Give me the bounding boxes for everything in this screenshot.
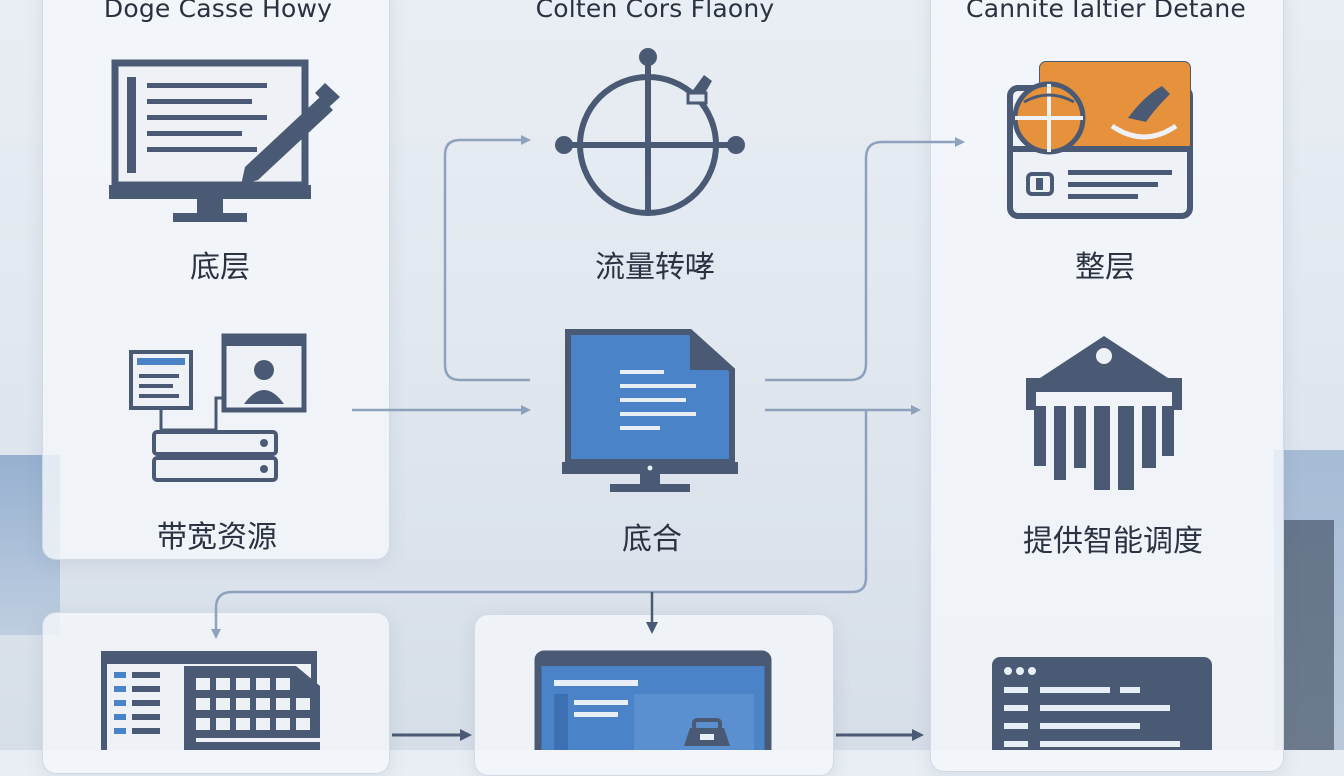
left-column-title: Doge Casse Howy <box>103 0 333 23</box>
background-blur-right-dark <box>1284 520 1334 750</box>
arrow-to-compass <box>443 135 531 382</box>
window-list-icon <box>992 657 1212 750</box>
right-top-label: 整层 <box>1075 250 1135 285</box>
left-top-label: 底层 <box>190 250 250 285</box>
right-mid-label: 提供智能调度 <box>1023 524 1203 559</box>
monitor-pen-icon <box>109 59 340 222</box>
right-column-title: Cannite Ialtier Detane <box>966 0 1246 23</box>
left-mid-label: 带宽资源 <box>157 520 277 555</box>
spreadsheet-grid-icon <box>101 651 320 750</box>
arrow-loop-down <box>211 410 868 639</box>
resources-server-icon <box>129 333 307 482</box>
middle-mid-label: 底合 <box>622 522 682 557</box>
middle-column-title: Colten Cors Flaony <box>535 0 775 23</box>
arrow-to-right-top <box>765 137 965 382</box>
building-pillars-icon <box>1026 336 1182 490</box>
middle-top-label: 流量转哮 <box>595 250 715 285</box>
laptop-screen-icon <box>534 650 772 750</box>
dashboard-card-icon <box>1007 61 1193 219</box>
flow-arrows <box>211 135 965 741</box>
compass-crosshair-icon <box>555 48 745 216</box>
document-monitor-icon <box>562 329 738 492</box>
